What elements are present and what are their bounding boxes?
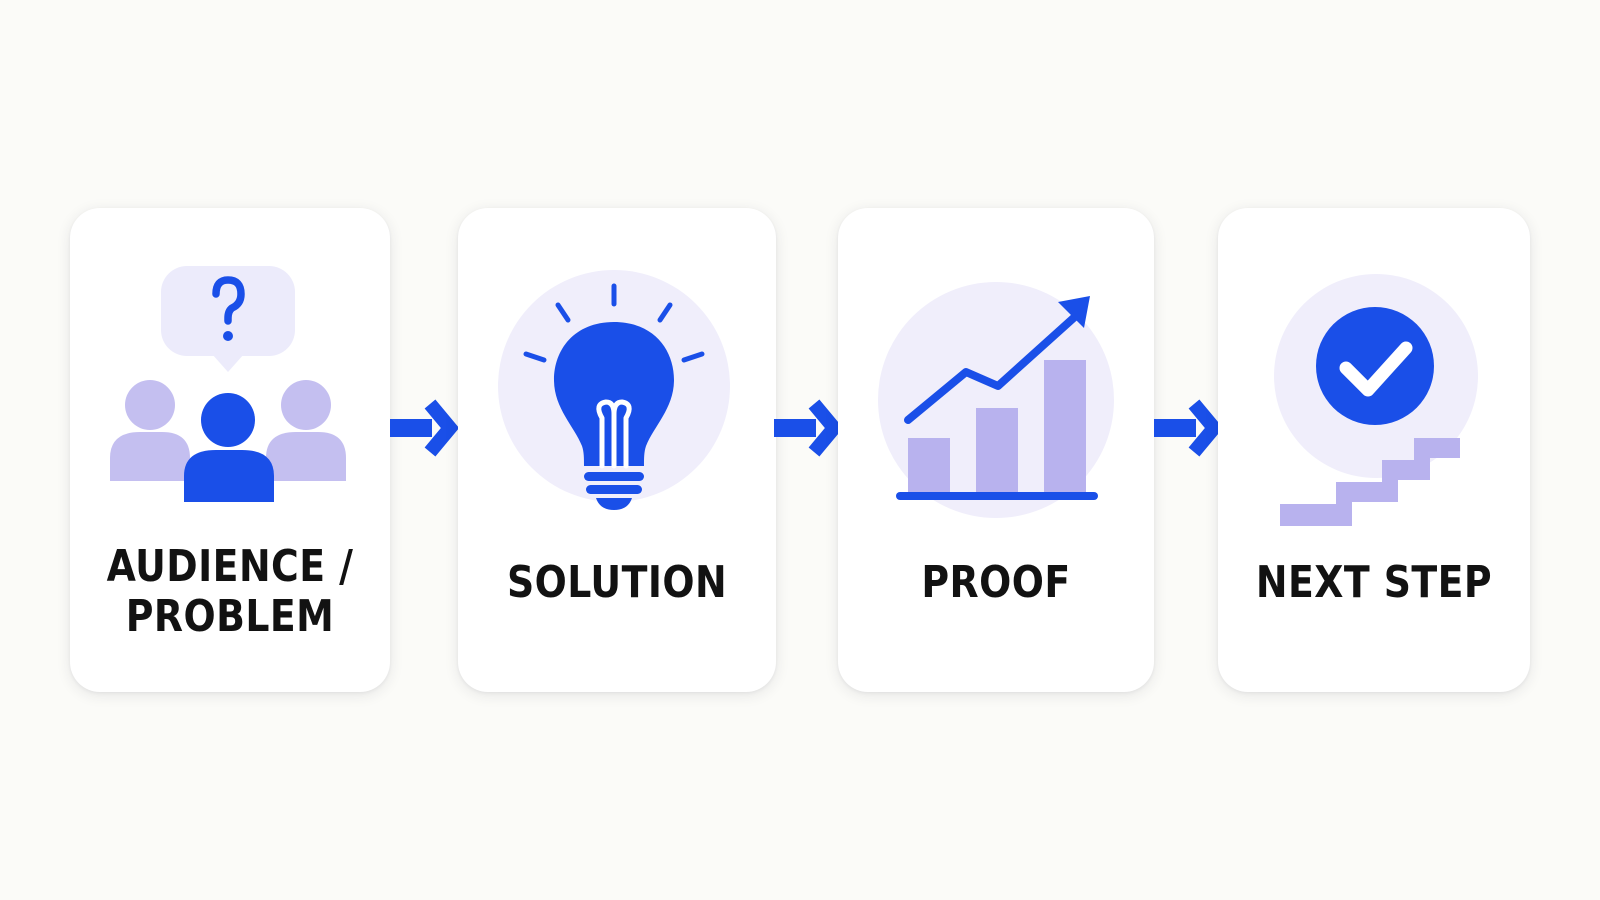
people-question-icon <box>110 266 346 502</box>
step-label-line: NEXT STEP <box>1255 557 1493 608</box>
step-label: NEXT STEP <box>1240 558 1508 608</box>
step-card-next-step: NEXT STEP <box>1218 208 1530 692</box>
growth-chart-icon <box>878 282 1114 518</box>
step-label: SOLUTION <box>480 558 753 608</box>
step-label: AUDIENCE / PROBLEM <box>92 542 367 642</box>
check-stairs-icon <box>1274 274 1478 526</box>
arrow-right-icon <box>390 399 460 457</box>
step-label-line: PROOF <box>921 557 1071 608</box>
step-label: PROOF <box>860 558 1132 608</box>
step-card-audience-problem: AUDIENCE / PROBLEM <box>70 208 390 692</box>
step-label-line: AUDIENCE / <box>106 541 354 592</box>
step-label-line: PROBLEM <box>125 591 335 642</box>
step-card-proof: PROOF <box>838 208 1154 692</box>
arrow-right-icon <box>1154 399 1224 457</box>
lightbulb-icon <box>498 270 730 510</box>
step-card-solution: SOLUTION <box>458 208 776 692</box>
arrow-right-icon <box>774 399 844 457</box>
step-label-line: SOLUTION <box>506 557 728 608</box>
